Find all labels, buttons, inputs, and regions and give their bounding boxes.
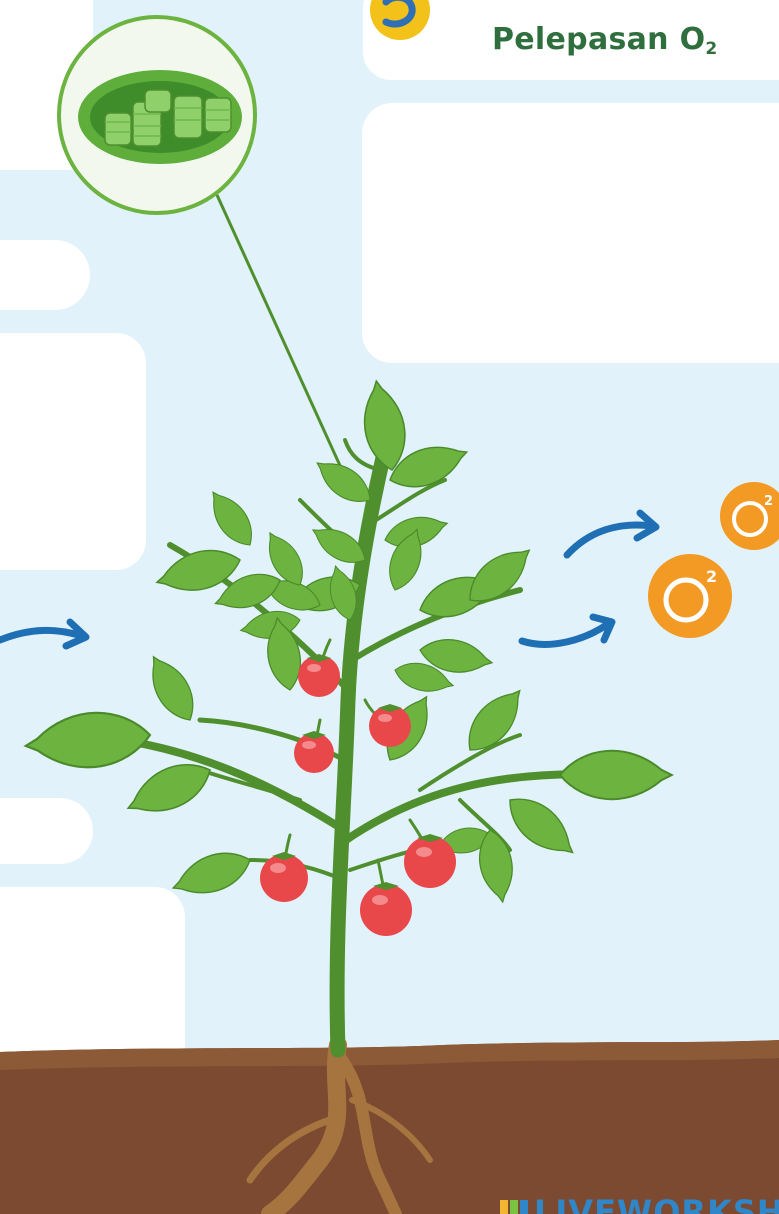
oxygen-molecule: 2 [720,482,779,550]
tomato [298,654,340,697]
pointer-line [217,195,342,470]
oxygen-molecule: 2 [648,554,732,638]
liveworksheets-logo-icon [500,1196,534,1214]
tomato [294,731,334,773]
tomato [360,882,412,936]
oxygen-superscript: 2 [706,567,717,586]
arrow-out-upper [567,513,656,555]
oxygen-superscript: 2 [764,494,773,509]
liveworksheets-watermark: LIVEWORKSHEETS [500,1196,779,1214]
chloroplast-magnifier [59,17,255,213]
section-title-subscript: 2 [705,39,717,59]
step-badge: 5 [370,0,430,40]
arrow-out-lower [522,617,612,644]
section-title: Pelepasan O2 [492,22,718,59]
section-title-label: Pelepasan O [492,22,705,57]
arrow-in-left [0,622,86,646]
watermark-text: LIVEWORKSHEETS [534,1196,779,1214]
